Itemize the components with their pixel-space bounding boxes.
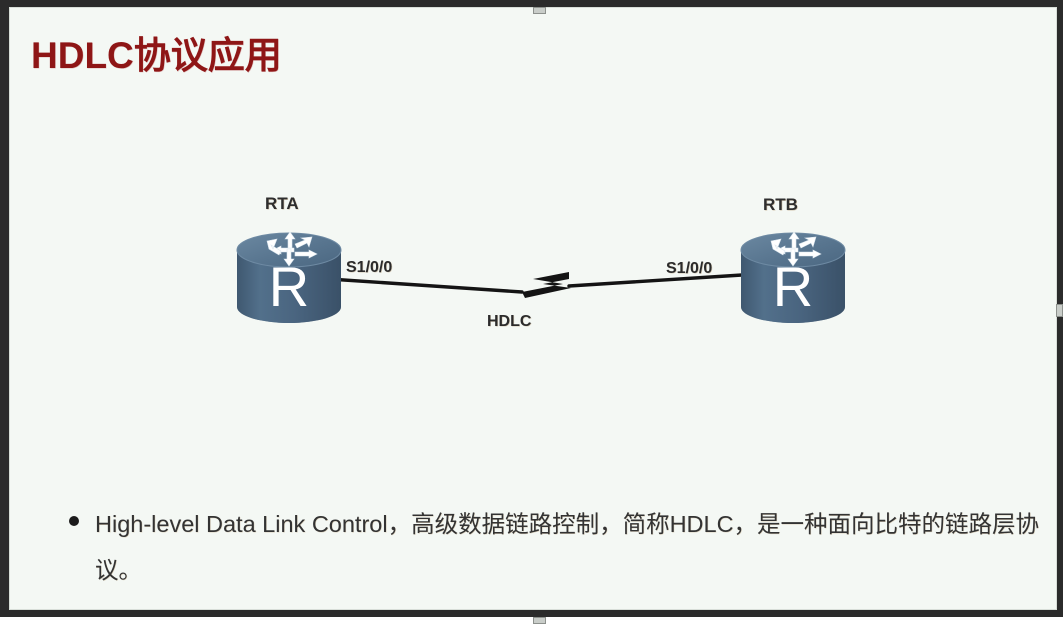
slide-body: High-level Data Link Control，高级数据链路控制，简称… (61, 501, 1041, 593)
page-title: HDLC协议应用 (31, 35, 282, 76)
lightning-icon (522, 272, 571, 298)
router-arrows-icon (770, 231, 822, 267)
router-arrows-icon (266, 231, 318, 267)
link-label-hdlc: HDLC (487, 313, 532, 330)
router-glyph: R (269, 255, 309, 318)
router-rta: R (236, 231, 342, 323)
router-rtb: R (740, 231, 846, 323)
interface-label-rta: S1/0/0 (346, 259, 393, 276)
bullet-dot-icon (69, 516, 79, 526)
slide-resize-handle-right[interactable] (1056, 304, 1063, 317)
interface-label-rtb: S1/0/0 (666, 260, 713, 277)
router-label-rtb: RTB (763, 195, 798, 214)
slide-canvas: HDLC协议应用 (9, 7, 1057, 610)
router-label-rta: RTA (265, 194, 299, 213)
router-glyph: R (773, 255, 813, 318)
slide-resize-handle-bottom[interactable] (533, 617, 546, 624)
slide-resize-handle-top[interactable] (533, 7, 546, 14)
bullet-text: High-level Data Link Control，高级数据链路控制，简称… (95, 511, 1040, 583)
list-item: High-level Data Link Control，高级数据链路控制，简称… (61, 501, 1041, 593)
